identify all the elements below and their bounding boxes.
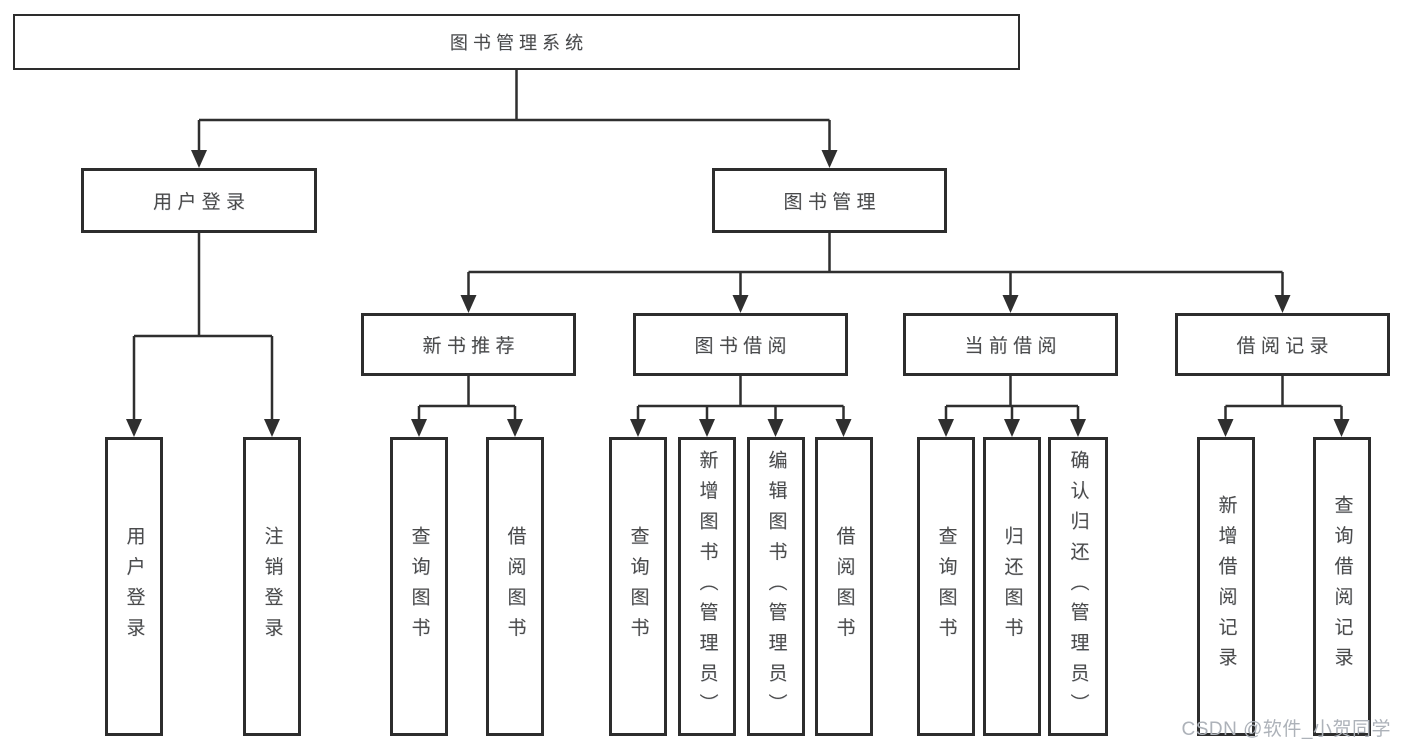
arrowhead	[835, 419, 852, 437]
leaf-query-borrow-record: 查询借阅记录	[1313, 437, 1371, 736]
leaf-label: 确认归还（管理员）	[1067, 449, 1089, 724]
arrowhead	[126, 419, 142, 437]
leaf-label: 归还图书	[1001, 525, 1023, 648]
leaf-borrow-books: 借阅图书	[815, 437, 873, 736]
arrowhead	[507, 419, 523, 437]
leaf-label: 编辑图书（管理员）	[765, 449, 787, 724]
csdn-watermark: CSDN @软件_小贺同学	[1181, 719, 1391, 740]
leaf-label: 查询借阅记录	[1331, 495, 1353, 678]
node-label: 新书推荐	[422, 336, 520, 357]
arrowhead	[411, 419, 427, 437]
arrowhead	[732, 295, 749, 313]
arrowhead	[191, 150, 207, 168]
borrow-records-branch-connectors	[1217, 376, 1350, 437]
root-to-level2-connectors	[191, 70, 838, 168]
arrowhead	[1002, 295, 1019, 313]
leaf-label: 查询图书	[627, 525, 649, 648]
leaf-label: 查询图书	[408, 525, 430, 648]
new-book-recommend-branch-connectors	[411, 376, 523, 437]
leaf-user-login: 用户登录	[105, 437, 163, 736]
leaf-return-books: 归还图书	[983, 437, 1041, 736]
arrowhead	[767, 419, 784, 437]
arrowhead	[1333, 419, 1350, 437]
arrowhead	[1070, 419, 1086, 437]
leaf-label: 新增借阅记录	[1215, 495, 1237, 678]
node-label: 借阅记录	[1236, 336, 1334, 357]
arrowhead	[699, 419, 715, 437]
leaf-label: 查询图书	[935, 525, 957, 648]
book-borrow-branch-connectors	[630, 376, 852, 437]
node-label: 用户登录	[153, 192, 251, 213]
node-book-borrow: 图书借阅	[633, 313, 848, 376]
leaf-borrow-books-recommend: 借阅图书	[486, 437, 544, 736]
node-new-book-recommend: 新书推荐	[361, 313, 576, 376]
leaf-query-books-borrow: 查询图书	[609, 437, 667, 736]
leaf-label: 新增图书（管理员）	[696, 449, 718, 724]
arrowhead	[938, 419, 954, 437]
node-label: 图书借阅	[694, 336, 792, 357]
leaf-label: 借阅图书	[504, 525, 526, 648]
leaf-edit-books-admin: 编辑图书（管理员）	[747, 437, 805, 736]
node-borrow-records: 借阅记录	[1175, 313, 1390, 376]
leaf-label: 借阅图书	[833, 525, 855, 648]
leaf-query-books-recommend: 查询图书	[390, 437, 448, 736]
leaf-confirm-return-admin: 确认归还（管理员）	[1048, 437, 1108, 736]
arrowhead	[821, 150, 838, 168]
node-user-login: 用户登录	[81, 168, 317, 233]
user-login-branch-connectors	[126, 233, 280, 437]
leaf-label: 用户登录	[123, 525, 145, 648]
arrowhead	[1217, 419, 1234, 437]
leaf-query-books-current: 查询图书	[917, 437, 975, 736]
node-label: 当前借阅	[964, 336, 1062, 357]
leaf-add-borrow-record: 新增借阅记录	[1197, 437, 1255, 736]
leaf-logout: 注销登录	[243, 437, 301, 736]
node-label: 图书管理	[783, 192, 881, 213]
leaf-add-books-admin: 新增图书（管理员）	[678, 437, 736, 736]
current-borrow-branch-connectors	[938, 376, 1086, 437]
node-book-management: 图书管理	[712, 168, 947, 233]
arrowhead	[460, 295, 477, 313]
node-library-management-system: 图书管理系统	[13, 14, 1020, 70]
node-current-borrow: 当前借阅	[903, 313, 1118, 376]
arrowhead	[1274, 295, 1291, 313]
arrowhead	[630, 419, 646, 437]
arrowhead	[264, 419, 280, 437]
book-management-to-level3-connectors	[460, 233, 1291, 313]
leaf-label: 注销登录	[261, 525, 283, 648]
arrowhead	[1004, 419, 1020, 437]
node-label: 图书管理系统	[449, 33, 589, 53]
